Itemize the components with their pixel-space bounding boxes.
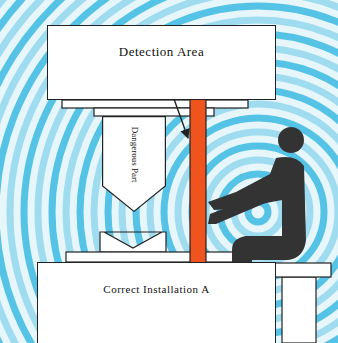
node-label: Dangerous Part xyxy=(129,124,138,186)
detection-box: Detection Area xyxy=(47,25,276,100)
part-outline-path xyxy=(103,117,166,212)
node-label: Correct Installation A xyxy=(38,263,275,295)
installation-box: Correct Installation A xyxy=(37,262,276,343)
v-die xyxy=(100,232,166,252)
stool-leg xyxy=(282,277,316,343)
signal-ring xyxy=(38,0,338,343)
lower-plate xyxy=(66,252,242,262)
signal-ring xyxy=(10,0,338,343)
upper-plate xyxy=(62,100,248,108)
node-label: Detection Area xyxy=(48,26,275,60)
dangerous-part: Dangerous Part xyxy=(102,116,166,212)
signal-ring xyxy=(24,0,338,343)
